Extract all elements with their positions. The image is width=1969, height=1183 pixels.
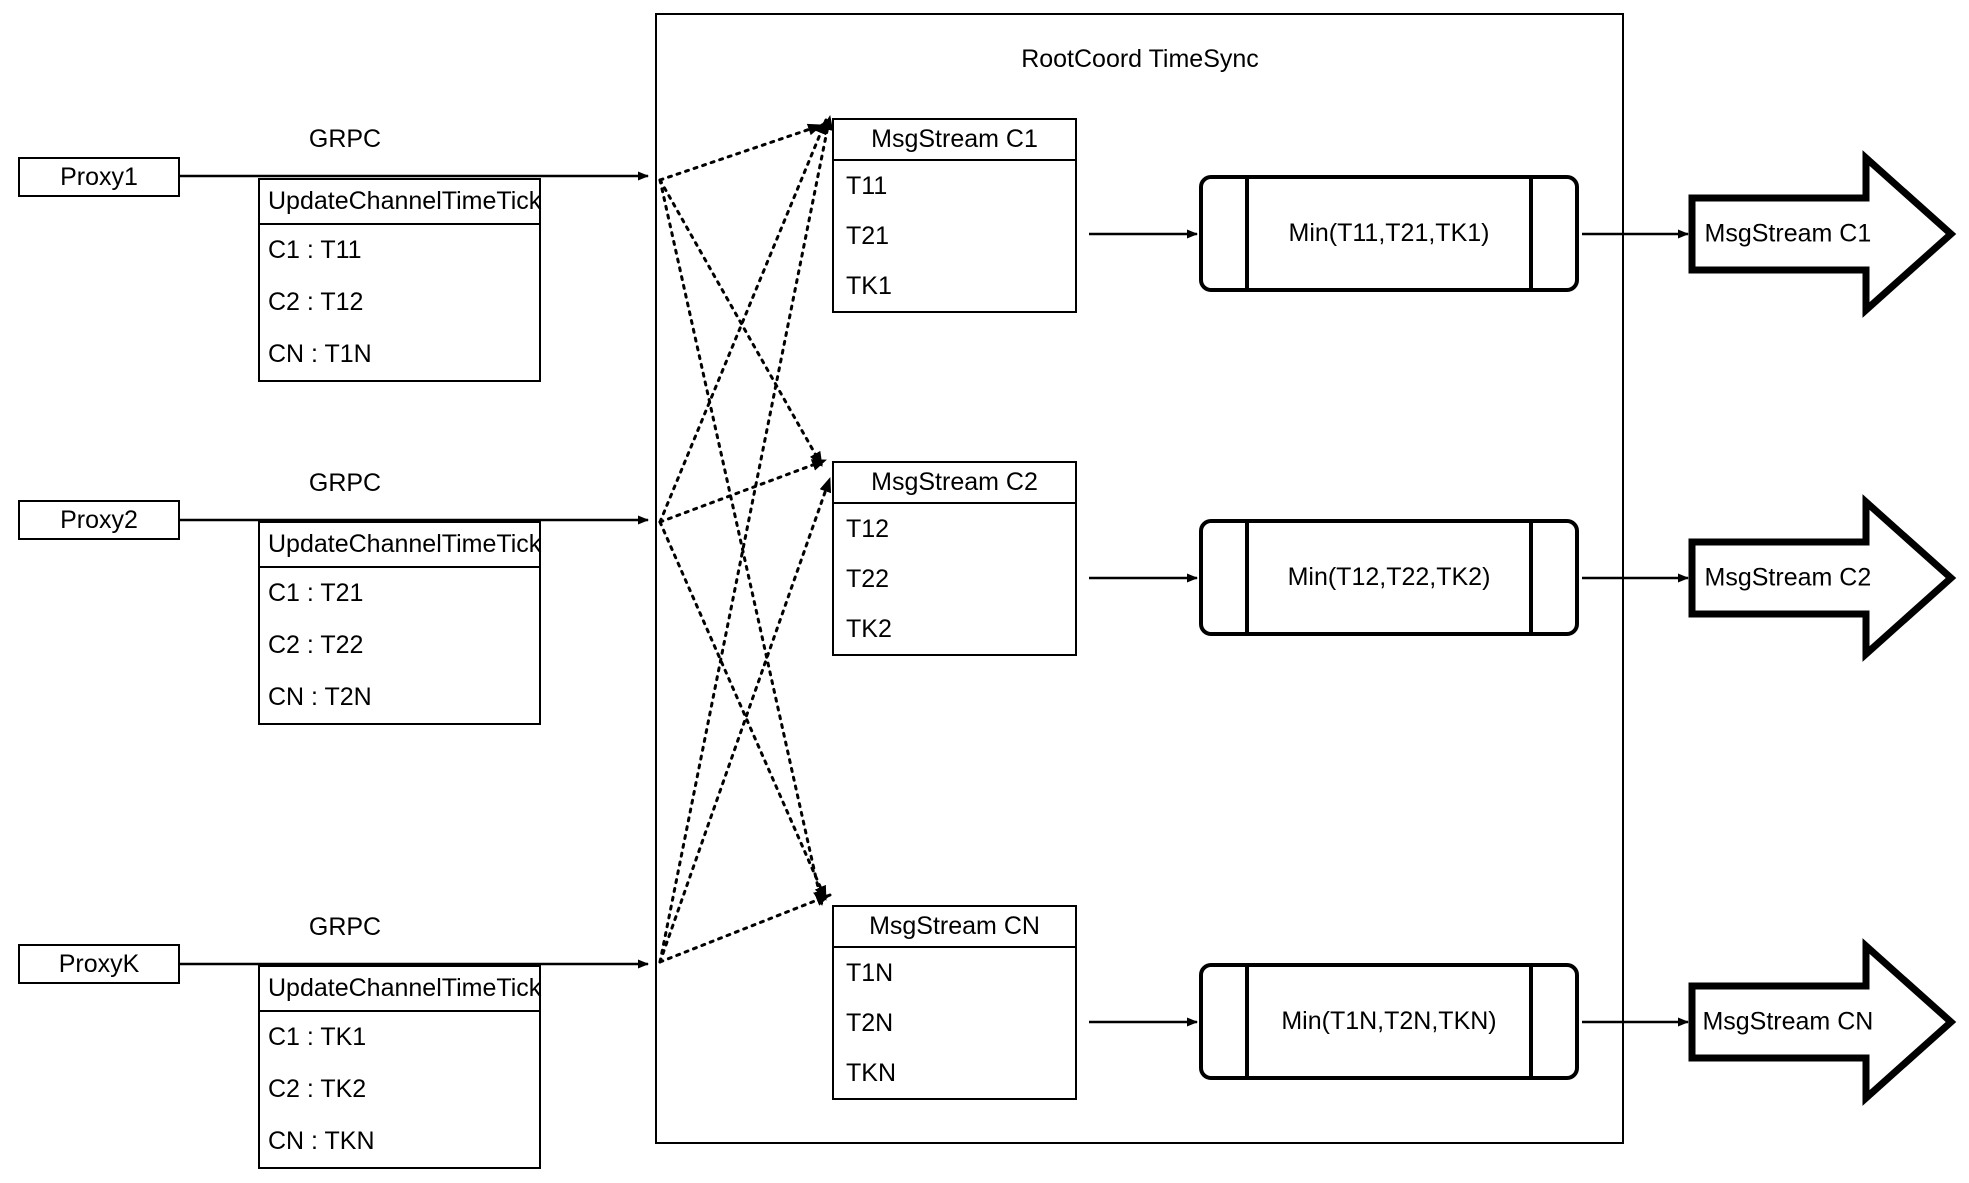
msgstream-entry: T2N xyxy=(846,1008,894,1037)
output-block-arrow-3: MsgStream CN xyxy=(1688,938,1958,1106)
uct-entry: CN : T1N xyxy=(268,339,372,368)
msgstream-entry: TK2 xyxy=(846,614,892,643)
min-divider-right xyxy=(1529,963,1533,1080)
proxy-box-3[interactable]: ProxyK xyxy=(18,944,180,984)
msgstream-title-1: MsgStream C1 xyxy=(834,120,1075,161)
msgstream-entries-3: T1N T2N TKN xyxy=(834,948,1075,1098)
uct-title-3: UpdateChannelTimeTick xyxy=(260,967,541,1012)
min-divider-right xyxy=(1529,175,1533,292)
uct-title-1: UpdateChannelTimeTick xyxy=(260,180,541,225)
msgstream-entry: TK1 xyxy=(846,271,892,300)
uct-entries-2: C1 : T21 C2 : T22 CN : T2N xyxy=(260,568,539,723)
min-divider-left xyxy=(1245,519,1249,636)
msgstream-entry: T22 xyxy=(846,564,890,593)
proxy-label: Proxy1 xyxy=(60,162,138,191)
update-channel-timetick-table-3: UpdateChannelTimeTick C1 : TK1 C2 : TK2 … xyxy=(258,965,541,1169)
update-channel-timetick-table-2: UpdateChannelTimeTick C1 : T21 C2 : T22 … xyxy=(258,521,541,725)
uct-entry: C1 : T11 xyxy=(268,236,362,265)
grpc-label-2: GRPC xyxy=(308,469,382,497)
msgstream-entry: T11 xyxy=(846,171,888,200)
grpc-label-3: GRPC xyxy=(308,913,382,941)
output-block-arrow-2: MsgStream C2 xyxy=(1688,494,1958,662)
min-divider-left xyxy=(1245,963,1249,1080)
msgstream-entries-2: T12 T22 TK2 xyxy=(834,504,1075,654)
uct-entry: C1 : T21 xyxy=(268,579,364,608)
output-block-arrow-label-2: MsgStream C2 xyxy=(1704,563,1872,592)
uct-entries-1: C1 : T11 C2 : T12 CN : T1N xyxy=(260,225,539,380)
min-divider-left xyxy=(1245,175,1249,292)
uct-entry: C2 : T12 xyxy=(268,288,364,316)
grpc-label-1: GRPC xyxy=(308,125,382,153)
output-block-arrow-label-3: MsgStream CN xyxy=(1702,1007,1874,1036)
min-process-box-1: Min(T11,T21,TK1) xyxy=(1199,175,1579,292)
uct-entry: C2 : TK2 xyxy=(268,1075,367,1103)
min-label-1: Min(T11,T21,TK1) xyxy=(1288,219,1490,247)
uct-entry: CN : T2N xyxy=(268,682,372,711)
msgstream-title-2: MsgStream C2 xyxy=(834,463,1075,504)
uct-title-2: UpdateChannelTimeTick xyxy=(260,523,541,568)
uct-entry: CN : TKN xyxy=(268,1126,375,1155)
output-block-arrow-1: MsgStream C1 xyxy=(1688,150,1958,318)
output-block-arrow-label-1: MsgStream C1 xyxy=(1704,219,1872,248)
msgstream-entries-1: T11 T21 TK1 xyxy=(834,161,1075,311)
msgstream-table-3: MsgStream CN T1N T2N TKN xyxy=(832,905,1077,1100)
min-label-3: Min(T1N,T2N,TKN) xyxy=(1281,1007,1497,1035)
proxy-label: ProxyK xyxy=(58,949,140,978)
msgstream-table-2: MsgStream C2 T12 T22 TK2 xyxy=(832,461,1077,656)
msgstream-entry: T12 xyxy=(846,514,890,543)
uct-entry: C2 : T22 xyxy=(268,631,364,659)
uct-entries-3: C1 : TK1 C2 : TK2 CN : TKN xyxy=(260,1012,539,1167)
msgstream-entry: TKN xyxy=(846,1058,896,1087)
proxy-box-2[interactable]: Proxy2 xyxy=(18,500,180,540)
rootcoord-timesync-container xyxy=(655,13,1624,1144)
msgstream-entry: T1N xyxy=(846,958,894,987)
min-process-box-3: Min(T1N,T2N,TKN) xyxy=(1199,963,1579,1080)
proxy-box-1[interactable]: Proxy1 xyxy=(18,157,180,197)
msgstream-title-3: MsgStream CN xyxy=(834,907,1075,948)
min-divider-right xyxy=(1529,519,1533,636)
proxy-label: Proxy2 xyxy=(60,505,138,534)
min-process-box-2: Min(T12,T22,TK2) xyxy=(1199,519,1579,636)
uct-entry: C1 : TK1 xyxy=(268,1023,367,1052)
msgstream-table-1: MsgStream C1 T11 T21 TK1 xyxy=(832,118,1077,313)
update-channel-timetick-table-1: UpdateChannelTimeTick C1 : T11 C2 : T12 … xyxy=(258,178,541,382)
min-label-2: Min(T12,T22,TK2) xyxy=(1287,563,1491,591)
rootcoord-timesync-title: RootCoord TimeSync xyxy=(1021,45,1259,73)
msgstream-entry: T21 xyxy=(846,221,890,250)
